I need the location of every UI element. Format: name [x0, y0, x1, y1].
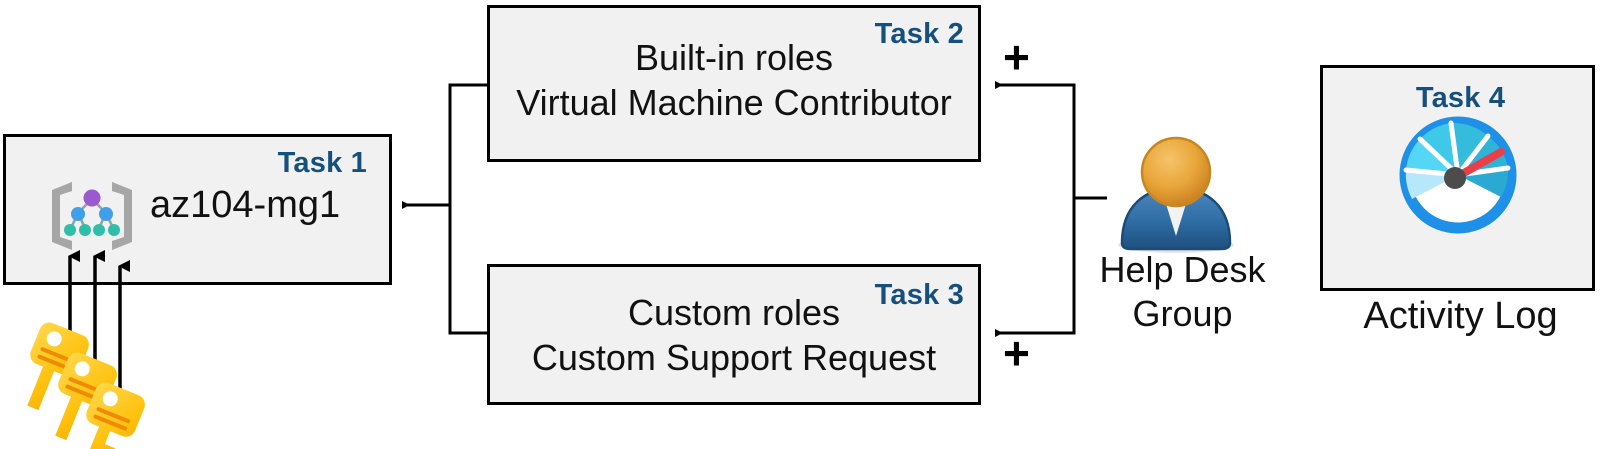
- task-2-box[interactable]: Task 2: [487, 5, 981, 162]
- task-2-line-1: Built-in roles: [634, 37, 834, 78]
- help-desk-group-label: Help Desk Group: [1075, 248, 1290, 336]
- task-1-label: Task 1: [277, 147, 367, 179]
- task-3-label: Task 3: [874, 279, 964, 311]
- keys-icon: [27, 322, 145, 449]
- task-4-box[interactable]: Task 4 Activity Log: [1320, 65, 1595, 337]
- task-1-resource-name: az104-mg1: [150, 184, 341, 226]
- plus-operator-top: +: [1003, 31, 1030, 83]
- task-3-line-2: Custom Support Request: [531, 337, 937, 378]
- task-4-label: Task 4: [1415, 82, 1506, 114]
- user-group-icon: [1118, 136, 1234, 253]
- task-4-caption: Activity Log: [1363, 295, 1558, 337]
- task-2-line-2: Virtual Machine Contributor: [516, 82, 952, 123]
- connector-roles-to-management-group: [402, 83, 487, 335]
- task-3-box[interactable]: Task 3: [487, 264, 981, 405]
- task-2-label: Task 2: [874, 18, 964, 50]
- task-3-line-1: Custom roles: [627, 292, 841, 333]
- help-desk-group-label-line-2: Group: [1132, 292, 1233, 334]
- help-desk-group-label-line-1: Help Desk: [1099, 249, 1266, 290]
- plus-operator-bottom: +: [1003, 327, 1030, 379]
